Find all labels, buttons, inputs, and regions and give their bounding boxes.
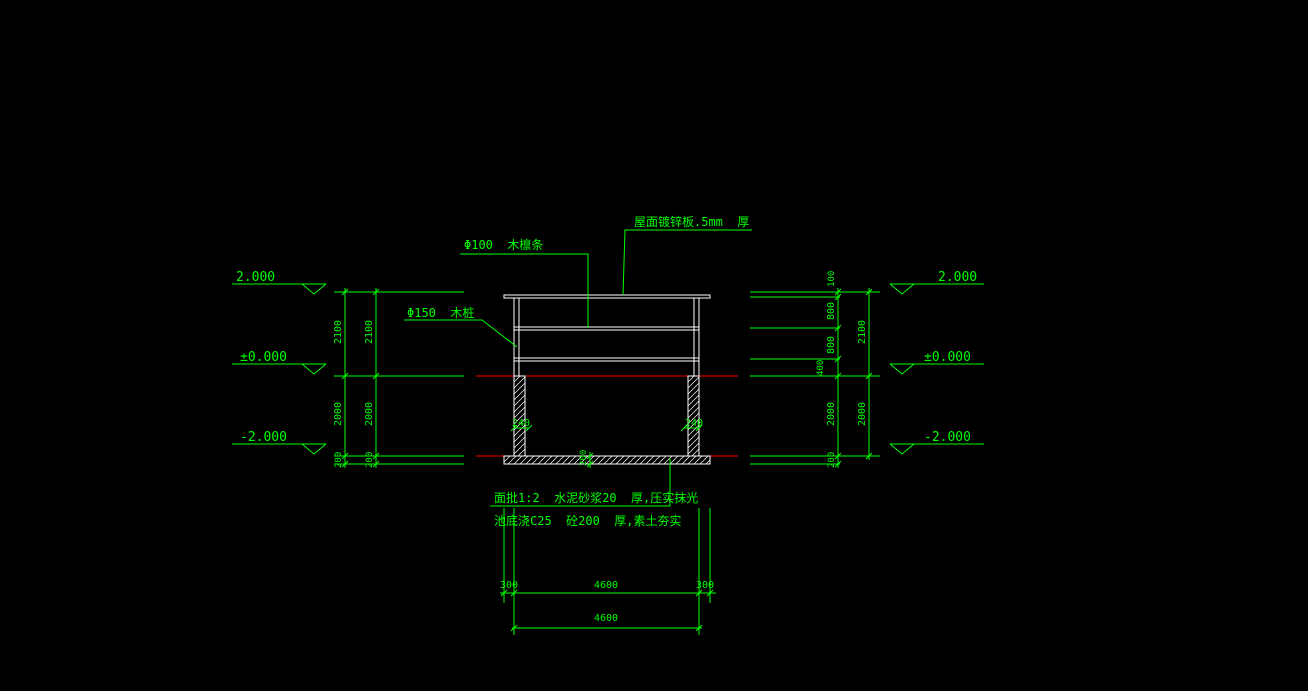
right-elev-triangle-ground: [889, 363, 915, 375]
purlin-rail-2: [514, 357, 699, 362]
right-elev-bottom-label: -2.000: [924, 430, 971, 445]
purlin-annotation: Φ100 木檩条: [464, 237, 543, 252]
drawing-text: 2.000 ±0.000 -2.000 2.000 ±0.000 -2.000 …: [236, 215, 977, 624]
shed-structure: [503, 294, 711, 465]
wall-hatching: [503, 375, 711, 465]
right-elev-ground-label: ±0.000: [924, 350, 971, 365]
left-outer-lower-dim: 2000: [333, 402, 344, 426]
right-outer-lower-dim: 2000: [857, 402, 868, 426]
right-chain-rail2-dim: 800: [826, 336, 837, 354]
right-outer-upper-dim: 2100: [857, 320, 868, 344]
floor-leader: [490, 458, 671, 507]
column-leader: [404, 319, 518, 348]
left-elev-triangle-top: [301, 283, 327, 295]
left-outer-upper-dim: 2100: [333, 320, 344, 344]
right-chain-top-dim: 100: [827, 271, 837, 287]
right-chain-rail3-dim: 400: [816, 360, 826, 376]
floor-base-annotation: 池底浇C25 砼200 厚,素土夯实: [494, 513, 681, 528]
left-elev-ground-label: ±0.000: [240, 350, 287, 365]
left-elev-triangle-bottom: [301, 443, 327, 455]
right-chain-rail1-dim: 800: [826, 302, 837, 320]
left-inner-base-dim: 200: [365, 452, 375, 468]
left-inner-lower-dim: 2000: [364, 402, 375, 426]
bottom-total-dim: 4600: [594, 613, 618, 624]
left-elev-top-label: 2.000: [236, 270, 275, 285]
floor-finish-annotation: 面批1:2 水泥砂浆20 厚,压实抹光: [494, 490, 698, 505]
wall-right-dim: 240: [685, 418, 703, 429]
right-elev-triangle-bottom: [889, 443, 915, 455]
bottom-left-dim: 300: [500, 580, 518, 591]
purlin-rail-1: [514, 326, 699, 331]
right-elev-triangle-top: [889, 283, 915, 295]
wall-left-dim: 240: [512, 418, 530, 429]
column-annotation: Φ150 木桩: [407, 305, 474, 320]
slab-thickness-dim: 200: [579, 450, 589, 466]
base-slab: [503, 455, 711, 465]
left-outer-base-dim: 200: [334, 452, 344, 468]
roof-annotation: 屋面镀锌板.5mm 厚: [634, 215, 749, 229]
left-inner-upper-dim: 2100: [364, 320, 375, 344]
right-chain-base-dim: 200: [827, 452, 837, 468]
roof-leader: [622, 229, 752, 296]
dimension-lines: [232, 229, 984, 635]
purlin-leader: [460, 253, 589, 328]
right-chain-lower-dim: 2000: [826, 402, 837, 426]
right-elev-top-label: 2.000: [938, 270, 977, 285]
left-elev-bottom-label: -2.000: [240, 430, 287, 445]
bottom-right-dim: 300: [696, 580, 714, 591]
bottom-middle-dim: 4600: [594, 580, 618, 591]
roof-sheet: [503, 294, 711, 299]
left-elev-triangle-ground: [301, 363, 327, 375]
